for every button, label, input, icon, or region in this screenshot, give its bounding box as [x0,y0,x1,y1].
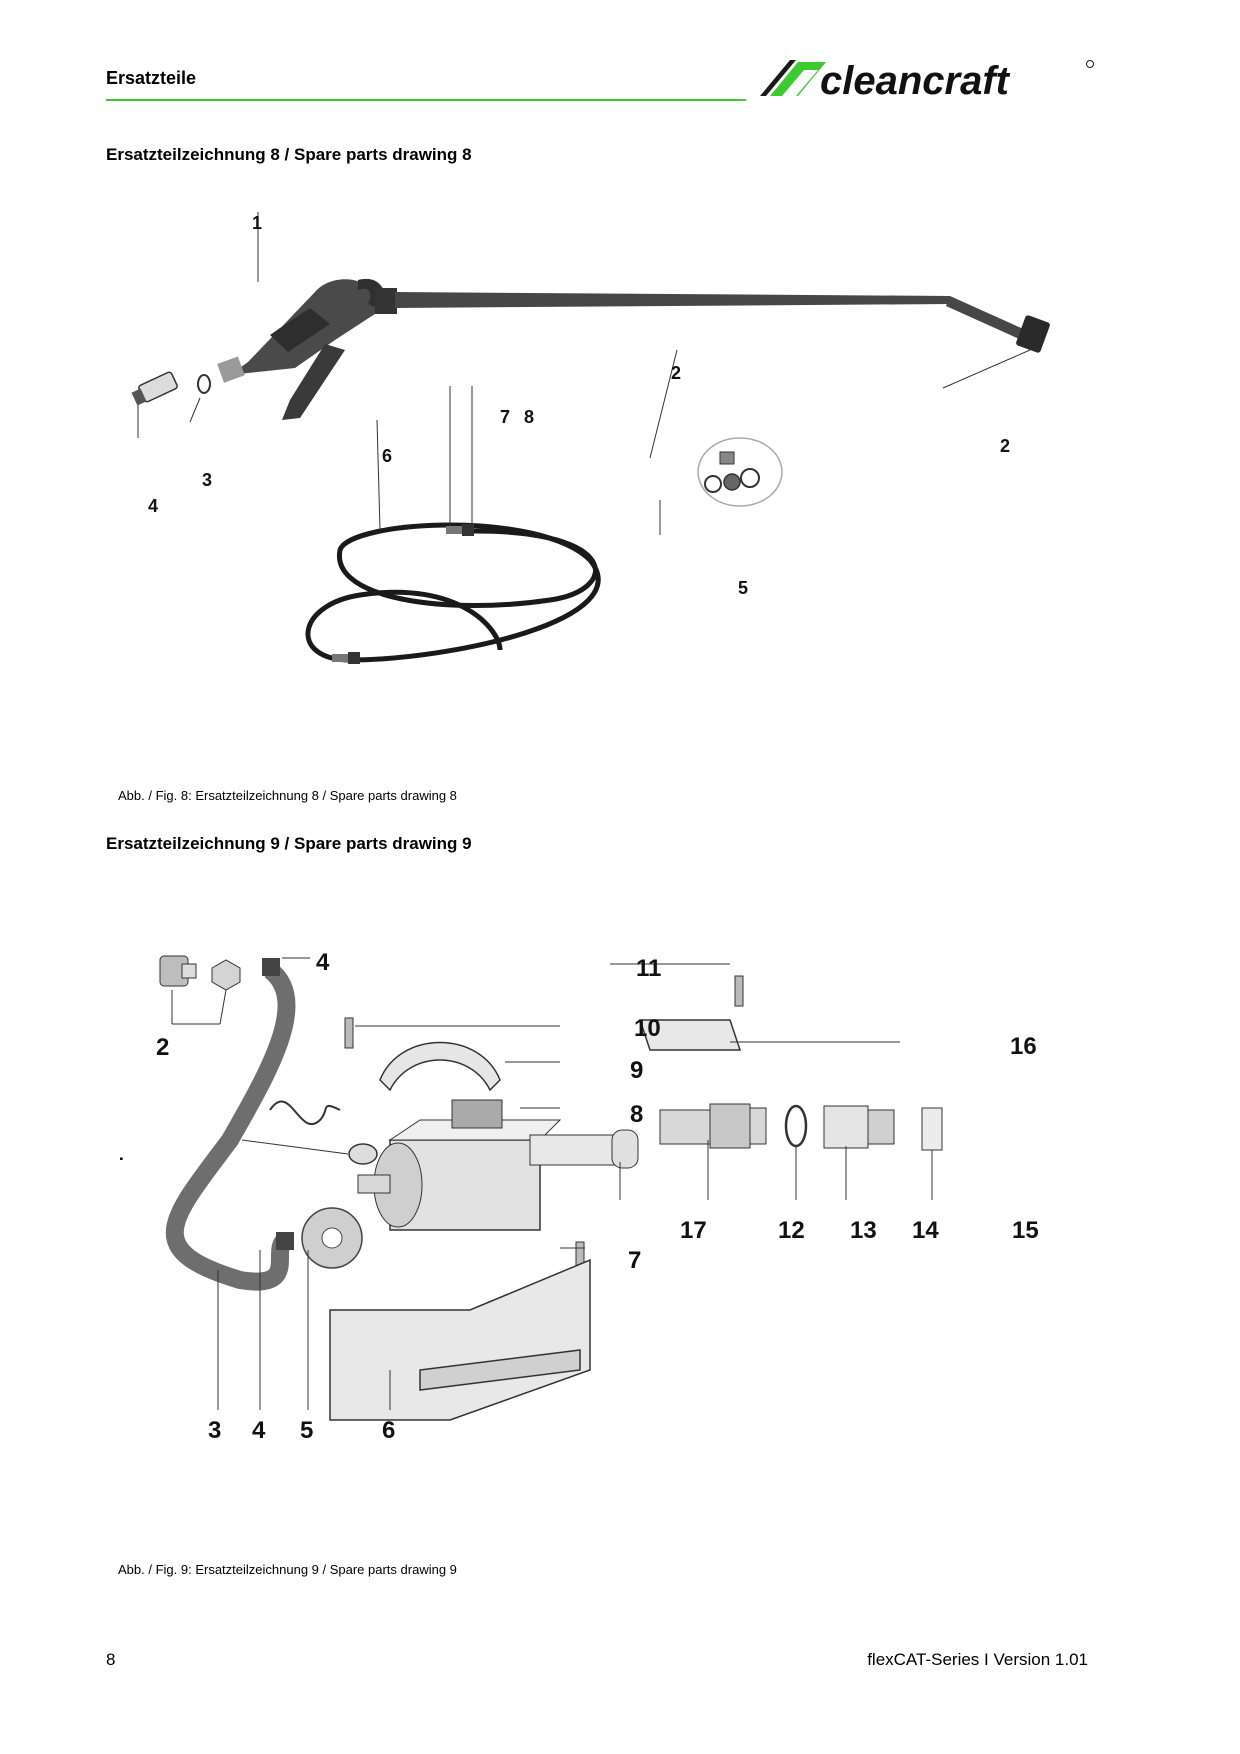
drawing8-heading: Ersatzteilzeichnung 8 / Spare parts draw… [106,145,472,164]
callout-17: 17 [680,1217,707,1244]
part-11-screw [734,975,744,1007]
cleancraft-logo: cleancraft [760,59,1094,102]
callout-5: 5 [300,1417,313,1444]
part-1-wire [269,1100,341,1126]
part-6-base [329,1258,591,1421]
header-divider [106,99,746,101]
callout-6: 6 [382,446,392,466]
callout-16: 16 [1010,1033,1037,1060]
part-15-cap [921,1107,943,1151]
part-4-nozzle [131,371,178,406]
part-5-inset [697,437,783,507]
spray-gun-illustration [217,278,1050,420]
drawing8-caption: Abb. / Fig. 8: Ersatzteilzeichnung 8 / S… [118,788,457,803]
part-16-bracket [638,1019,742,1051]
callout-4b: 4 [252,1417,266,1444]
part-8-pump [357,1099,621,1231]
callout-3: 3 [208,1417,221,1444]
callout-10: 10 [634,1015,661,1042]
part-2-fittings [159,955,241,991]
callout-13: 13 [850,1217,877,1244]
callout-1: 1 [120,1139,123,1166]
callout-1: 1 [252,213,262,233]
callout-8: 8 [630,1101,643,1128]
callout-12: 12 [778,1217,805,1244]
drawing9-caption: Abb. / Fig. 9: Ersatzteilzeichnung 9 / S… [118,1562,457,1577]
part-13-o-ring [784,1104,808,1148]
callout-4: 4 [316,949,330,976]
callout-3: 3 [202,470,212,490]
callout-6: 6 [382,1417,395,1444]
callout-2: 2 [156,1034,169,1061]
drawing9-leader-lines [171,957,933,1410]
part-3-hose [166,962,296,1291]
callout-7: 7 [500,407,510,427]
spare-parts-drawing-9: 1 2 3 4 4 5 6 7 8 9 10 11 12 13 14 15 16… [120,949,1039,1444]
spare-parts-drawing-8: 1 2 2 3 4 5 6 7 8 [131,212,1050,664]
part-12-fitting [659,1103,767,1149]
part-4-clamp-lower [276,1232,294,1250]
part-7-8-fittings [332,524,474,664]
part-17-sleeve [611,1129,639,1169]
page-section-title: Ersatzteile [106,68,197,88]
part-4-clamp [262,958,280,976]
callout-9: 9 [630,1057,643,1084]
callout-7: 7 [628,1247,641,1274]
part-14-coupling [823,1105,895,1149]
callout-4: 4 [148,496,158,516]
callout-5: 5 [738,578,748,598]
svg-text:cleancraft: cleancraft [820,59,1011,102]
drawing9-heading: Ersatzteilzeichnung 9 / Spare parts draw… [106,834,472,853]
callout-15: 15 [1012,1217,1039,1244]
callout-2: 2 [671,363,681,383]
part-6-hose [305,522,601,663]
page-number: 8 [106,1650,116,1669]
drawing8-leader-lines [137,212,1031,535]
part-3-o-ring [197,374,211,394]
document-version: flexCAT-Series I Version 1.01 [867,1650,1088,1669]
callout-2b: 2 [1000,436,1010,456]
part-10-screw [344,1017,354,1049]
callout-11: 11 [636,955,661,982]
part-9-bracket [379,1041,501,1092]
callout-14: 14 [912,1217,939,1244]
callout-8: 8 [524,407,534,427]
